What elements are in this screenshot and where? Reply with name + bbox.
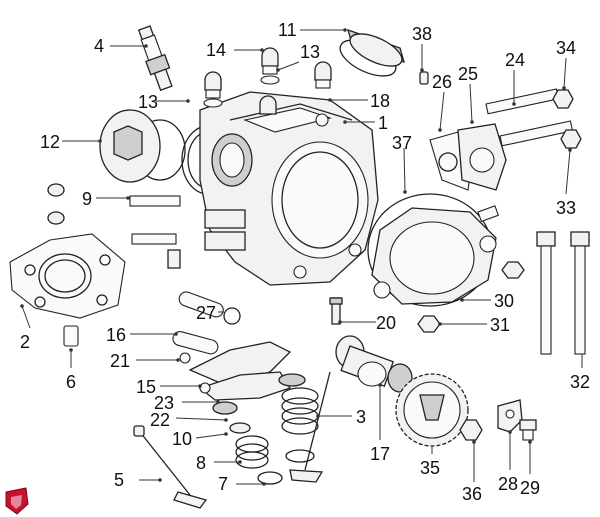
dowel-small — [167, 249, 181, 269]
callout-3: 3 — [356, 407, 366, 427]
long-bolts — [536, 231, 590, 355]
callout-30: 30 — [494, 291, 514, 311]
side-cover — [367, 193, 500, 307]
bracket-bolt — [519, 419, 537, 441]
callout-32: 32 — [570, 372, 590, 392]
callout-31: 31 — [490, 315, 510, 335]
cap-nuts — [203, 47, 332, 115]
callout-14: 14 — [206, 40, 226, 60]
callout-23: 23 — [154, 393, 174, 413]
valve-spring-set-exhaust — [278, 373, 319, 463]
callout-27: 27 — [196, 303, 216, 323]
callout-8: 8 — [196, 453, 206, 473]
camshaft — [335, 335, 413, 393]
cylinder-head — [199, 91, 379, 286]
dowel-short — [131, 233, 177, 245]
callout-21: 21 — [110, 351, 130, 371]
dowel-pin — [419, 71, 429, 85]
callout-38: 38 — [412, 24, 432, 44]
flange-nuts — [552, 89, 582, 149]
callout-6: 6 — [66, 372, 76, 392]
valve-spring-set-intake — [212, 401, 283, 485]
callout-26: 26 — [432, 72, 452, 92]
callout-10: 10 — [172, 429, 192, 449]
callout-12: 12 — [40, 132, 60, 152]
valves — [133, 371, 331, 509]
brand-shield-icon — [5, 487, 29, 515]
callout-7: 7 — [218, 474, 228, 494]
intake-flange — [429, 123, 507, 191]
callout-18: 18 — [370, 91, 390, 111]
callout-37: 37 — [392, 133, 412, 153]
spark-plug — [137, 25, 173, 92]
callout-15: 15 — [136, 377, 156, 397]
intake-seal — [339, 28, 405, 77]
callout-24: 24 — [505, 50, 525, 70]
callout-1: 1 — [378, 113, 388, 133]
callout-25: 25 — [458, 64, 478, 84]
head-gasket — [9, 233, 126, 319]
adjust-screw — [329, 297, 343, 325]
callout-34: 34 — [556, 38, 576, 58]
sleeve — [63, 325, 79, 347]
callout-13: 13 — [138, 92, 158, 112]
callout-13: 13 — [300, 42, 320, 62]
callout-35: 35 — [420, 458, 440, 478]
callout-labels: 4 13 12 9 14 13 18 1 11 37 38 24 26 25 3… — [20, 20, 590, 504]
leader-tips — [20, 28, 572, 486]
callout-33: 33 — [556, 198, 576, 218]
callout-4: 4 — [94, 36, 104, 56]
dowel-long — [129, 195, 181, 207]
callout-29: 29 — [520, 478, 540, 498]
callout-17: 17 — [370, 444, 390, 464]
rocker-arms — [179, 341, 292, 401]
tappet-cover — [99, 109, 186, 183]
callout-2: 2 — [20, 332, 30, 352]
callout-11: 11 — [278, 20, 297, 40]
rocker-shafts — [172, 291, 241, 355]
callout-5: 5 — [114, 470, 124, 490]
callout-22: 22 — [150, 410, 170, 430]
cam-sprocket — [395, 373, 469, 447]
cover-bolts — [417, 261, 525, 333]
callout-28: 28 — [498, 474, 518, 494]
leader-lines — [21, 29, 583, 485]
callout-9: 9 — [82, 189, 92, 209]
bracket — [497, 399, 523, 433]
washers — [47, 183, 65, 225]
sprocket-bolt — [459, 419, 483, 441]
callout-20: 20 — [376, 313, 396, 333]
callout-36: 36 — [462, 484, 482, 504]
callout-16: 16 — [106, 325, 126, 345]
